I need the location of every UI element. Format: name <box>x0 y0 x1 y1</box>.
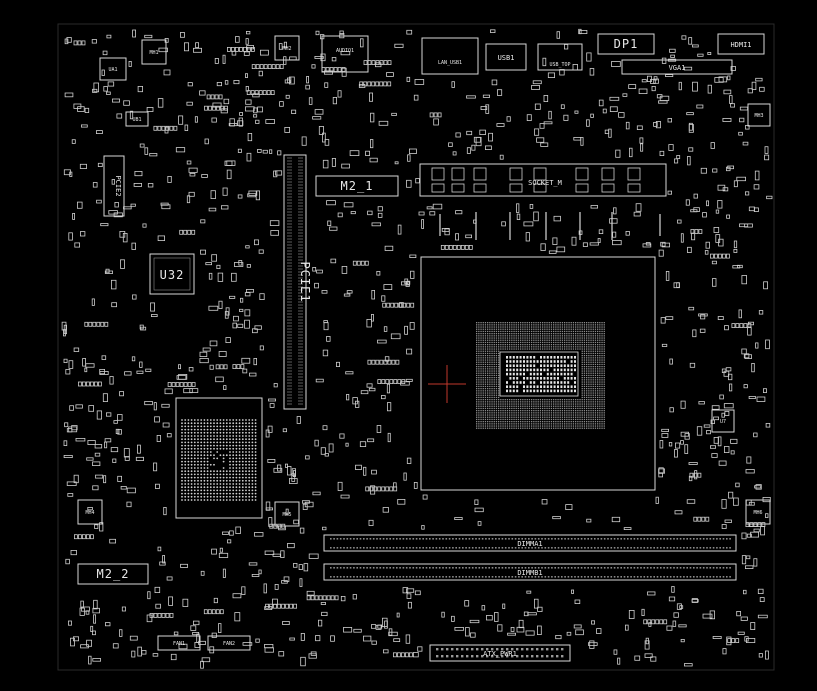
pcie1-slot[interactable]: PCIE1 <box>283 154 312 410</box>
hdmi-label: HDMI1 <box>730 41 751 49</box>
mounting-hole-3: MH3 <box>747 103 771 127</box>
chip-u32[interactable]: U32 <box>149 253 195 295</box>
usb-top-connector[interactable]: USB_TOP <box>537 43 583 71</box>
cpu-socket[interactable] <box>420 256 656 491</box>
fan-b-label: FAN2 <box>223 641 235 647</box>
dimm-a1-slot[interactable]: DIMMA1 <box>323 534 737 552</box>
audio-connector[interactable]: AUDIO1 <box>321 35 369 73</box>
board-outline <box>57 23 775 671</box>
svg-text:MH5: MH5 <box>282 512 291 518</box>
m2-1-slot[interactable]: M2_1 <box>315 175 399 197</box>
ub1-label: UB1 <box>132 117 141 123</box>
dimm-b1-label: DIMMB1 <box>517 569 542 577</box>
u7-label: U7 <box>720 419 726 425</box>
chipset-bga[interactable] <box>175 397 263 519</box>
chip-u7[interactable]: U7 <box>711 409 735 433</box>
mounting-hole-4: MH4 <box>77 499 103 525</box>
m2-1-label: M2_1 <box>341 179 374 193</box>
usb-top-label: USB_TOP <box>549 62 570 68</box>
pcie1-label: PCIE1 <box>298 261 312 302</box>
svg-text:MH2: MH2 <box>282 46 291 52</box>
vrm-bar: SOCKET_M <box>419 163 667 240</box>
vga-label: VGA1 <box>669 64 686 72</box>
lan-usb-label: LAN_USB1 <box>438 60 462 66</box>
m2-2-slot[interactable]: M2_2 <box>77 563 149 585</box>
atx-power-connector[interactable]: ATX_PWR1 <box>429 644 571 662</box>
fan-a-label: FAN1 <box>173 641 185 647</box>
mounting-hole-6: MH6 <box>745 499 771 525</box>
m2-2-label: M2_2 <box>97 567 130 581</box>
pcie2-header[interactable]: PCIE2 <box>103 155 125 217</box>
socket-label: SOCKET_M <box>528 179 562 187</box>
fan-header-a[interactable]: FAN1 <box>157 635 201 651</box>
usb-label: USB1 <box>498 54 515 62</box>
mounting-hole-5: MH5 <box>274 501 300 527</box>
atx-pwr-label: ATX_PWR1 <box>483 650 517 658</box>
pcie2-label: PCIE2 <box>114 175 122 196</box>
chip-ub1[interactable]: UB1 <box>125 111 149 127</box>
svg-text:MH1: MH1 <box>149 50 158 56</box>
audio-label: AUDIO1 <box>336 48 354 54</box>
mounting-hole-2: MH2 <box>274 35 300 61</box>
fan-header-b[interactable]: FAN2 <box>207 635 251 651</box>
dimm-a1-label: DIMMA1 <box>517 540 542 548</box>
dp-connector[interactable]: DP1 <box>597 33 655 55</box>
lan-usb-connector[interactable]: LAN_USB1 <box>421 37 479 75</box>
smd-component-field <box>61 28 773 669</box>
svg-text:MH6: MH6 <box>753 510 762 516</box>
svg-text:MH3: MH3 <box>754 113 763 119</box>
u32-label: U32 <box>160 268 185 282</box>
chip-ua1[interactable]: UA1 <box>99 57 127 81</box>
dp-label: DP1 <box>614 37 639 51</box>
mounting-hole-1: MH1 <box>141 39 167 65</box>
svg-text:MH4: MH4 <box>85 510 94 516</box>
hdmi-connector[interactable]: HDMI1 <box>717 33 765 55</box>
ua1-label: UA1 <box>108 67 117 73</box>
usb-connector[interactable]: USB1 <box>485 43 527 71</box>
dimm-b1-slot[interactable]: DIMMB1 <box>323 563 737 581</box>
vga-connector[interactable]: VGA1 <box>621 59 733 75</box>
